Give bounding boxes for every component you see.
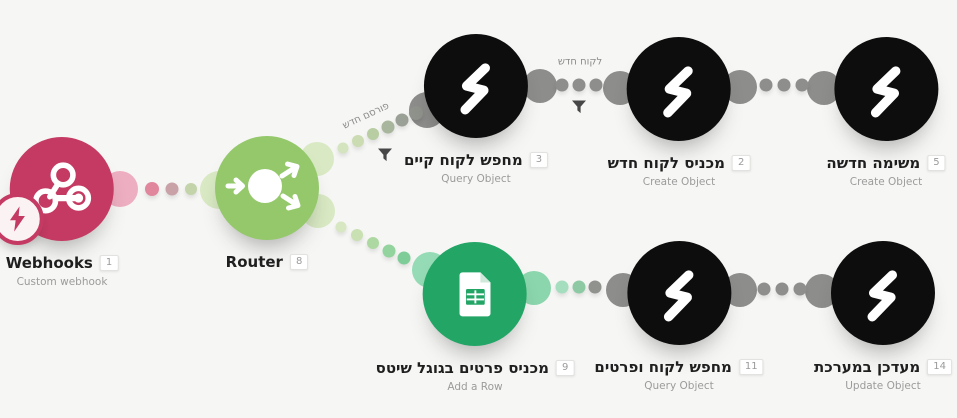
module-action: Add a Row <box>447 381 503 393</box>
module-id-badge: 9 <box>555 360 575 376</box>
module-id-badge: 3 <box>529 152 549 168</box>
connection-dot <box>795 78 809 92</box>
connection-dot <box>145 182 159 196</box>
module-name: Webhooks <box>5 254 93 272</box>
filter-funnel-icon[interactable] <box>378 147 392 166</box>
module-id-badge: 11 <box>738 359 764 375</box>
connection-dot <box>185 183 197 195</box>
connection-dot <box>367 128 379 140</box>
connection-dot <box>165 182 179 196</box>
module-router[interactable]: Router 8 <box>215 136 319 271</box>
module-circle[interactable] <box>424 34 528 138</box>
module-create-new-customer[interactable]: מכניס לקוח חדש 2 Create Object <box>608 37 751 188</box>
module-circle[interactable] <box>627 37 731 141</box>
module-query-existing-customer[interactable]: מחפש לקוח קיים 3 Query Object <box>403 34 549 185</box>
fireberry-bolt-icon <box>850 53 922 125</box>
connection-dot <box>589 78 603 92</box>
module-circle[interactable] <box>0 137 114 245</box>
fireberry-bolt-icon <box>847 257 919 329</box>
module-action: Update Object <box>845 380 921 392</box>
router-arrows-icon <box>215 136 319 240</box>
module-circle[interactable] <box>834 37 938 141</box>
connection-dot <box>759 78 773 92</box>
module-action: Query Object <box>644 380 714 392</box>
module-name: Router <box>225 253 283 271</box>
module-circle[interactable] <box>422 242 527 346</box>
connection-dot <box>555 280 569 294</box>
google-sheets-icon <box>439 258 511 330</box>
module-id-badge: 1 <box>99 255 119 271</box>
connection-dot <box>572 78 586 92</box>
connection-dot <box>381 120 395 134</box>
webhook-icon <box>27 154 97 224</box>
connection-dot <box>555 78 569 92</box>
module-name: מכניס לקוח חדש <box>607 154 725 172</box>
module-id-badge: 14 <box>927 359 953 375</box>
lightning-instant-trigger-icon <box>0 193 44 245</box>
module-action: Create Object <box>642 176 716 188</box>
module-id-badge: 8 <box>289 254 309 270</box>
connection-dot <box>397 251 411 265</box>
module-update-system[interactable]: מעדכן במערכת 14 Update Object <box>813 241 953 392</box>
connection-dot <box>352 135 364 147</box>
module-name: מחפש לקוח קיים <box>403 151 523 169</box>
fireberry-bolt-icon <box>643 53 715 125</box>
module-name: מחפש לקוח ופרטים <box>594 358 732 376</box>
module-circle[interactable] <box>215 136 319 240</box>
connection-dot <box>572 280 586 294</box>
module-new-task[interactable]: משימה חדשה 5 Create Object <box>826 37 946 188</box>
connection-dot <box>367 237 379 249</box>
connection-label[interactable]: לקוח חדש <box>557 56 603 68</box>
fireberry-bolt-icon <box>440 50 512 122</box>
module-action: Create Object <box>849 176 923 188</box>
module-query-customer-details[interactable]: מחפש לקוח ופרטים 11 Query Object <box>594 241 764 392</box>
module-name: משימה חדשה <box>826 154 921 172</box>
module-action: Query Object <box>441 173 511 185</box>
connection-port <box>523 69 557 103</box>
module-action: Custom webhook <box>16 276 108 288</box>
connection-dot <box>382 244 396 258</box>
connection-dot <box>777 78 791 92</box>
connection-dot <box>757 282 771 296</box>
connection-dot <box>409 106 423 120</box>
fireberry-bolt-icon <box>643 257 715 329</box>
module-webhooks[interactable]: Webhooks 1 Custom webhook <box>0 137 119 288</box>
module-id-badge: 2 <box>731 155 751 171</box>
connection-dot <box>337 142 349 154</box>
module-name: מכניס פרטים בגוגל שיטס <box>375 359 549 377</box>
connection-dot <box>395 113 409 127</box>
module-circle[interactable] <box>831 241 935 345</box>
connection-dot <box>775 282 789 296</box>
module-circle[interactable] <box>627 241 731 345</box>
connection-dot <box>588 280 602 294</box>
module-name: מעדכן במערכת <box>813 358 921 376</box>
module-sheets-add-row[interactable]: מכניס פרטים בגוגל שיטס 9 Add a Row <box>376 242 575 393</box>
connection-dot <box>793 282 807 296</box>
connection-dot <box>335 221 347 233</box>
connection-dot <box>351 229 363 241</box>
filter-funnel-icon[interactable] <box>572 99 586 118</box>
module-id-badge: 5 <box>927 155 946 171</box>
